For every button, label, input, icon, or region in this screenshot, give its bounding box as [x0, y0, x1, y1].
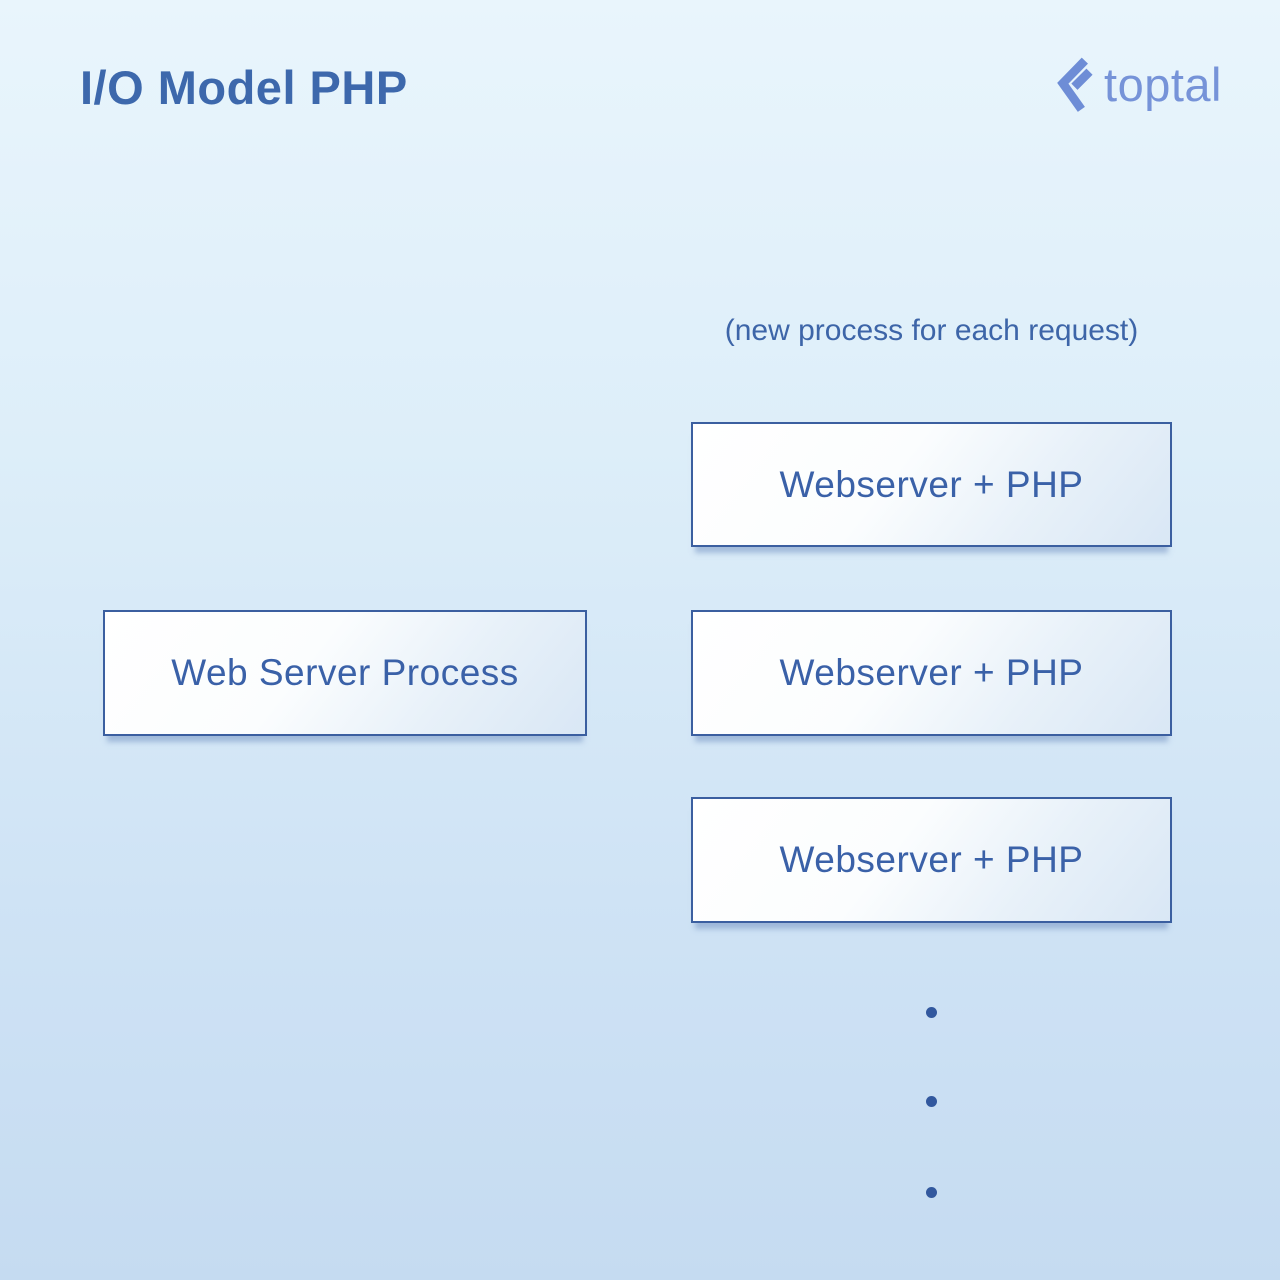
process-caption: (new process for each request) [724, 314, 1139, 347]
webserver-php-label-2: Webserver + PHP [779, 652, 1084, 693]
ellipsis-dot [926, 1096, 937, 1107]
toptal-chevron-icon [1054, 56, 1096, 119]
webserver-php-box-1: Webserver + PHP [691, 422, 1172, 547]
ellipsis-dot [926, 1007, 937, 1018]
web-server-process-box: Web Server Process [103, 610, 587, 736]
webserver-php-label-1: Webserver + PHP [779, 463, 1084, 505]
web-server-process-label: Web Server Process [171, 652, 519, 693]
ellipsis-dot [926, 1187, 937, 1198]
page-title: I/O Model PHP [80, 61, 408, 114]
webserver-php-box-3: Webserver + PHP [691, 797, 1172, 923]
webserver-php-box-2: Webserver + PHP [691, 610, 1172, 736]
toptal-wordmark: toptal [1104, 58, 1222, 111]
webserver-php-label-3: Webserver + PHP [779, 839, 1084, 880]
toptal-logo: toptal [1054, 56, 1222, 119]
